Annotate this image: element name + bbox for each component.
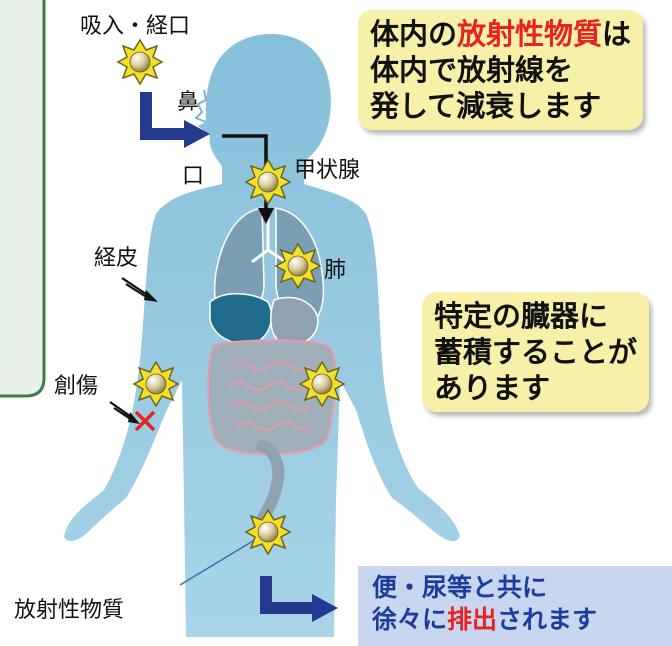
note-decay-line2: 体内で放射線を [370, 53, 574, 87]
note-accumulate-line1: 特定の臓器に [434, 299, 609, 333]
label-intake: 吸入・経口 [80, 14, 191, 39]
mouth-to-lung-arrowhead [258, 208, 274, 224]
note-accumulate-line3: あります [434, 371, 551, 405]
particle-lung-icon [275, 243, 321, 289]
note-excrete-line2: 徐々に排出されます [372, 604, 664, 636]
particle-intestine-icon [299, 361, 345, 407]
particle-thyroid-icon [245, 159, 291, 205]
note-decay-line1: 体内の放射性物質は [370, 16, 631, 52]
note-decay-highlight: 放射性物質 [457, 17, 603, 51]
nose-intake-arrowhead [184, 120, 210, 148]
intestine-coils [227, 361, 319, 431]
note-excrete-highlight: 排出 [447, 605, 498, 634]
label-wound: 創傷 [54, 374, 99, 399]
label-thyroid: 甲状腺 [294, 158, 361, 183]
wound-cross-icon [134, 410, 156, 432]
wound-arrow [109, 401, 140, 424]
excretion-arrow [260, 576, 314, 614]
stomach [269, 296, 319, 346]
trachea [251, 216, 287, 264]
liver [209, 293, 273, 345]
note-excrete: 便・尿等と共に 徐々に排出されます [358, 566, 672, 646]
substance-pointer-line [179, 537, 259, 586]
excretion-arrowhead [312, 594, 338, 622]
note-decay-line3: 発して減衰します [370, 89, 602, 123]
label-nose: 鼻 [177, 90, 200, 115]
label-skin: 経皮 [94, 246, 139, 271]
note-decay-pre: 体内の [370, 17, 458, 51]
note-excrete-pre: 徐々に [372, 605, 448, 634]
note-excrete-post: されます [497, 605, 598, 634]
label-mouth: 口 [182, 164, 205, 189]
skin-arrow [121, 277, 158, 302]
label-substance: 放射性物質 [14, 598, 125, 623]
note-decay: 体内の放射性物質は 体内で放射線を 発して減衰します [358, 10, 644, 130]
left-panel [0, 0, 46, 398]
particle-intake-icon [117, 39, 163, 85]
note-excrete-line1: 便・尿等と共に [372, 573, 548, 602]
particle-excretion-icon [245, 509, 291, 555]
note-accumulate-line2: 蓄積することが [434, 335, 638, 369]
particle-wound-icon [133, 361, 179, 407]
label-lung: 肺 [324, 258, 347, 283]
note-decay-post: は [602, 17, 632, 51]
note-accumulate: 特定の臓器に 蓄積することが あります [422, 292, 650, 412]
nose-intake-arrow [140, 92, 186, 140]
